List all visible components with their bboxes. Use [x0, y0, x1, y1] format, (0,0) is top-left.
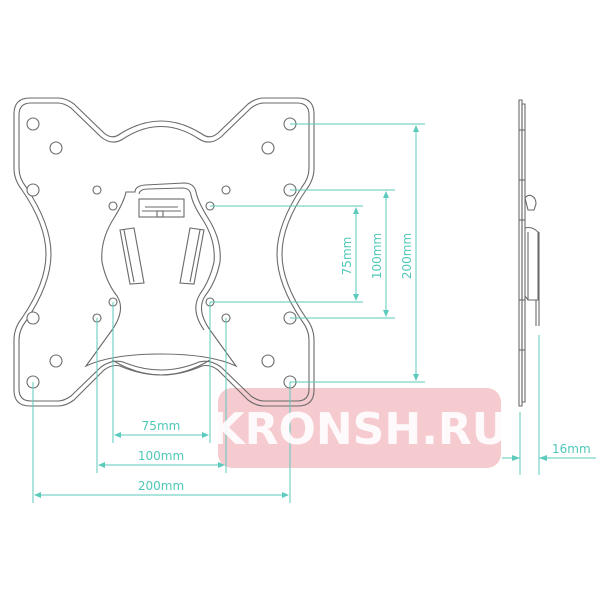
horizontal-dimension-75-label: 75mm [142, 419, 181, 433]
mount-side-view [518, 99, 540, 407]
mount-plate-front-view [13, 97, 315, 407]
horizontal-dimension-100-label: 100mm [138, 449, 184, 463]
watermark [218, 388, 501, 468]
vertical-dimension-75-label: 75mm [340, 237, 354, 276]
vertical-dimension-100-label: 100mm [370, 233, 384, 279]
vertical-dimensions [210, 123, 425, 383]
horizontal-dimensions [32, 302, 291, 503]
watermark-text: KRONSH.RU [210, 404, 507, 455]
horizontal-dimension-200-label: 200mm [138, 479, 184, 493]
vertical-dimension-200-label: 200mm [400, 233, 414, 279]
depth-dimension-label: 16mm [552, 442, 591, 456]
mounting-holes [26, 117, 297, 389]
depth-dimension [502, 335, 596, 475]
